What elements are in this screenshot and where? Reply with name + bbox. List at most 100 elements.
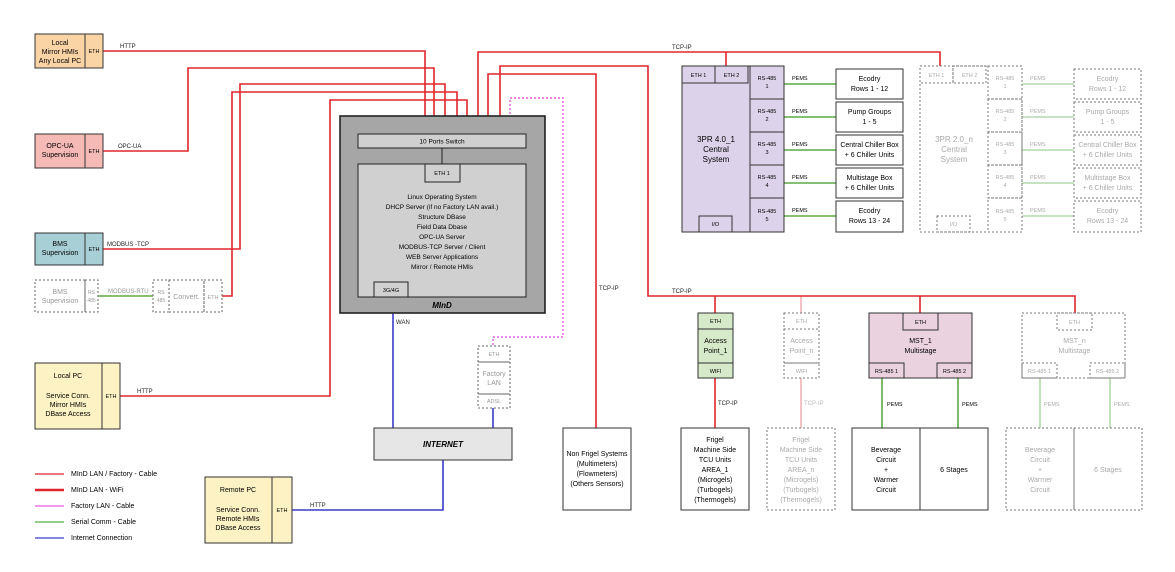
svg-text:485: 485 (157, 298, 166, 304)
svg-text:Rows 1 - 12: Rows 1 - 12 (1089, 86, 1126, 93)
svg-text:DBase Access: DBase Access (215, 525, 261, 532)
svg-text:ETH: ETH (796, 319, 807, 325)
rtu-link-label: MODBUS-RTU (108, 289, 149, 295)
svg-text:Warmer: Warmer (874, 477, 899, 484)
svg-text:AREA_1: AREA_1 (702, 467, 729, 474)
svg-text:2: 2 (1003, 117, 1006, 123)
svg-text:ETH: ETH (915, 320, 926, 326)
svg-text:ETH: ETH (89, 49, 100, 55)
svg-text:Supervision: Supervision (42, 298, 79, 305)
svg-text:Ecodry: Ecodry (859, 208, 881, 215)
svg-text:(Thermogels): (Thermogels) (694, 497, 736, 504)
svg-text:Machine Side: Machine Side (780, 447, 823, 454)
factory-lan-box: ETH Factory LAN ADSL (477, 345, 511, 409)
svg-text:(Turbogels): (Turbogels) (697, 487, 733, 494)
svg-text:3: 3 (765, 150, 768, 156)
cable-central-systems (477, 51, 941, 134)
remote-pc-box: Remote PC Service Conn. Remote HMIs DBas… (204, 476, 293, 544)
legend-label-1: MInD LAN / Factory - Cable (71, 471, 157, 478)
ap1-link-label: TCP-IP (718, 401, 738, 407)
svg-text:RS-485: RS-485 (996, 209, 1015, 215)
svg-text:+ 6 Chiller Units: + 6 Chiller Units (1083, 185, 1133, 192)
local-pc-box: Local PC Service Conn. Mirror HMIs DBase… (34, 362, 121, 430)
remote-pc-link-label: HTTP (310, 503, 326, 509)
multistage-1: ETH MST_1 Multistage RS-485 1 RS-485 2 P… (851, 312, 989, 511)
svg-text:ETH: ETH (1069, 320, 1080, 326)
legend-label-3: Factory LAN - Cable (71, 503, 135, 510)
svg-text:RS: RS (158, 290, 166, 296)
serial-cables-optional (1022, 83, 1111, 428)
switch-label: 10 Ports Switch (419, 139, 465, 146)
svg-text:(Microgels): (Microgels) (784, 477, 819, 484)
svg-text:ETH: ETH (489, 352, 500, 358)
legend-label-4: Serial Comm - Cable (71, 519, 136, 526)
svg-text:RS-485: RS-485 (758, 142, 777, 148)
svg-text:RS-485 2: RS-485 2 (943, 369, 966, 375)
svg-text:Factory: Factory (482, 371, 506, 378)
apn-link-label: TCP-IP (804, 401, 824, 407)
svg-text:1 - 5: 1 - 5 (1100, 119, 1114, 126)
svg-text:PEMS: PEMS (1030, 109, 1046, 115)
svg-text:(Others Sensors): (Others Sensors) (570, 481, 623, 488)
svg-text:ETH: ETH (277, 508, 288, 514)
cable-field-network (499, 65, 1076, 313)
svg-text:Supervision: Supervision (42, 152, 79, 159)
svg-text:PEMS: PEMS (792, 175, 808, 181)
svg-text:DHCP Server (if no Factory LAN: DHCP Server (if no Factory LAN avail.) (386, 204, 499, 211)
svg-text:MST_n: MST_n (1063, 338, 1086, 345)
bms-link-label: MODBUS -TCP (107, 242, 149, 248)
svg-text:(Multimeters): (Multimeters) (577, 461, 618, 468)
svg-text:Pump Groups: Pump Groups (1086, 109, 1130, 116)
svg-text:RS-485: RS-485 (996, 175, 1015, 181)
svg-text:RS: RS (88, 290, 96, 296)
svg-text:5: 5 (1003, 217, 1006, 223)
svg-text:Multistage: Multistage (1059, 348, 1091, 355)
legend: MInD LAN / Factory - Cable MInD LAN - Wi… (35, 471, 157, 542)
svg-text:RS-485: RS-485 (996, 76, 1015, 82)
svg-text:Pump Groups: Pump Groups (848, 109, 892, 116)
mind-unit: 10 Ports Switch ETH 1 Linux Operating Sy… (339, 115, 546, 314)
svg-text:Circuit: Circuit (876, 487, 896, 494)
svg-text:LAN: LAN (487, 380, 501, 387)
svg-text:RS-485: RS-485 (758, 109, 777, 115)
svg-text:OPC-UA: OPC-UA (46, 143, 74, 150)
svg-text:WEB Server Applications: WEB Server Applications (406, 254, 479, 261)
svg-text:Local: Local (52, 40, 69, 47)
bms-supervision-box: BMS Supervision ETH (34, 232, 104, 266)
svg-text:Rows 1 - 12: Rows 1 - 12 (851, 86, 888, 93)
local-mirror-hmi-box: Local Mirror HMIs Any Local PC ETH (34, 33, 104, 69)
cable-local-mirror (103, 50, 426, 134)
svg-text:ADSL: ADSL (487, 399, 501, 405)
svg-text:Central Chiller Box: Central Chiller Box (840, 142, 899, 149)
svg-text:Local PC: Local PC (54, 373, 82, 380)
svg-text:Frigel: Frigel (792, 437, 810, 444)
svg-text:1: 1 (765, 84, 768, 90)
svg-text:Beverage: Beverage (871, 447, 901, 454)
svg-text:Non Frigel Systems: Non Frigel Systems (566, 451, 628, 458)
svg-text:ETH: ETH (208, 295, 219, 301)
svg-text:Access: Access (704, 338, 727, 345)
svg-text:BMS: BMS (52, 289, 68, 296)
svg-text:3PR 4.0_1: 3PR 4.0_1 (697, 135, 735, 144)
svg-text:PEMS: PEMS (1030, 76, 1046, 82)
svg-text:Supervision: Supervision (42, 250, 79, 257)
svg-text:6 Stages: 6 Stages (1094, 467, 1122, 474)
svg-text:Rows 13 - 24: Rows 13 - 24 (849, 218, 890, 225)
svg-text:INTERNET: INTERNET (423, 440, 464, 449)
svg-text:Rows 13 - 24: Rows 13 - 24 (1087, 218, 1128, 225)
legend-label-5: Internet Connection (71, 535, 132, 542)
svg-text:(Flowmeters): (Flowmeters) (577, 471, 618, 478)
svg-text:ETH 1: ETH 1 (929, 73, 945, 79)
svg-text:ETH: ETH (89, 149, 100, 155)
svg-text:Mirror / Remote HMIs: Mirror / Remote HMIs (411, 264, 474, 271)
svg-text:Multistage: Multistage (905, 348, 937, 355)
svg-text:PEMS: PEMS (792, 142, 808, 148)
svg-text:PEMS: PEMS (1044, 402, 1060, 408)
serial-cables (98, 83, 959, 428)
svg-text:4: 4 (765, 183, 768, 189)
svg-text:Multistage Box: Multistage Box (847, 175, 893, 182)
non-frigel-box: Non Frigel Systems (Multimeters) (Flowme… (562, 427, 632, 511)
